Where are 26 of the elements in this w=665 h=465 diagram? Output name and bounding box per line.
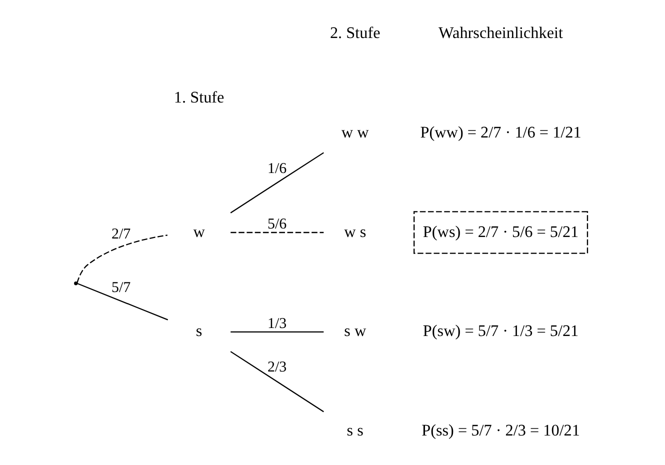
node-box: P(ws) = 2/7 · 5/6 = 5/21 [414,211,588,254]
label: Wahrscheinlichkeit [438,24,564,42]
edge-label: 2/7 [111,226,131,243]
edge-label: 2/3 [268,360,287,376]
label: 1. Stufe [174,90,224,107]
node-label: P(ss) = 5/7 · 2/3 = 10/21 [422,422,580,440]
node-text: s s [346,422,364,440]
edge-label: 1/6 [268,160,287,177]
node-text: w [193,224,205,241]
edge-label: 5/6 [268,216,287,232]
node-text: s [196,323,202,340]
edge-label: 1/3 [268,316,287,332]
connector [230,232,324,234]
connector [77,282,168,320]
edge-label: 5/7 [111,280,131,296]
node-text: s w [344,323,366,340]
node-text: w w [341,124,369,142]
label: 2. Stufe [330,24,380,42]
connector [76,234,168,283]
node-text: w s [344,224,366,241]
connector [230,331,324,332]
node-label: P(sw) = 5/7 · 1/3 = 5/21 [422,323,579,340]
connector [230,152,324,214]
node-label: P(ww) = 2/7 · 1/6 = 1/21 [420,124,582,142]
node-point [74,282,78,286]
connector [230,351,324,412]
